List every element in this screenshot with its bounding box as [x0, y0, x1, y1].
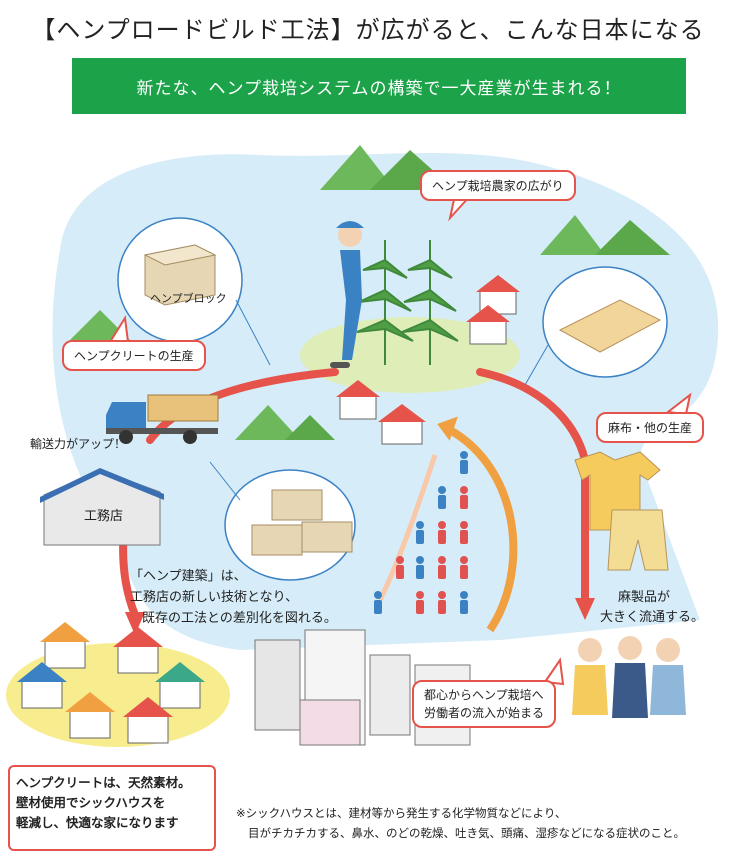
workshop-icon — [40, 468, 164, 546]
hemp-block-icon — [143, 244, 217, 306]
label-products: 麻製品が 大きく流通する。 — [600, 588, 704, 627]
callout-farmers: ヘンプ栽培農家の広がり — [420, 170, 576, 201]
hempcrete-note-line-2: 壁材使用でシックハウスを — [16, 795, 166, 810]
house-icon — [17, 622, 205, 744]
label-products-line-2: 大きく流通する。 — [600, 609, 705, 625]
farmer-icon — [330, 221, 364, 368]
label-construction-line-3: 既存の工法との差別化を図れる。 — [142, 610, 337, 626]
callout-hempcrete: ヘンプクリートの生産 — [62, 340, 206, 371]
label-transport: 輸送力がアップ！ — [30, 437, 127, 451]
label-construction-line-1: 「ヘンプ建築」は、 — [130, 569, 247, 584]
hemp-fabric-icon — [558, 299, 662, 353]
consumer-figures — [572, 636, 686, 718]
clothing-icon — [574, 451, 669, 571]
callout-migration-line-1: 都心からヘンプ栽培へ — [424, 688, 544, 702]
truck-icon — [106, 394, 219, 444]
hempcrete-note: ヘンプクリートは、天然素材。 壁材使用でシックハウスを 軽減し、快適な家になりま… — [8, 765, 216, 851]
footnote-line-1: ※シックハウスとは、建材等から発生する化学物質などにより、 — [236, 806, 567, 820]
callout-textile: 麻布・他の生産 — [596, 412, 705, 443]
house-icon — [336, 275, 520, 445]
callout-migration-line-2: 労働者の流入が始まる — [424, 706, 545, 720]
label-workshop: 工務店 — [84, 509, 124, 524]
label-construction: 「ヘンプ建築」は、 工務店の新しい技術となり、 既存の工法との差別化を図れる。 — [130, 567, 337, 629]
hempcrete-note-line-3: 軽減し、快適な家になります — [16, 815, 179, 830]
city-buildings — [254, 629, 471, 746]
footnote: ※シックハウスとは、建材等から発生する化学物質などにより、 目がチカチカする、鼻… — [236, 804, 685, 843]
label-hemp-block: ヘンプブロック — [150, 292, 227, 305]
label-products-line-1: 麻製品が — [618, 590, 671, 605]
migration-arrow — [448, 426, 518, 633]
hempcrete-note-line-1: ヘンプクリートは、天然素材。 — [16, 775, 191, 790]
page-title: 【ヘンプロードビルド工法】が広がると、こんな日本になる — [31, 16, 705, 44]
label-construction-line-2: 工務店の新しい技術となり、 — [130, 589, 299, 605]
callout-migration: 都心からヘンプ栽培へ 労働者の流入が始まる — [412, 680, 557, 728]
worker-figures — [374, 451, 468, 614]
hemp-block-stack-icon — [251, 489, 353, 556]
subtitle-banner: 新たな、ヘンプ栽培システムの構築で一大産業が生まれる！ — [72, 58, 686, 114]
footnote-line-2: 目がチカチカする、鼻水、のどの乾燥、吐き気、頭痛、湿疹などになる症状のこと。 — [248, 825, 685, 840]
hemp-plant-icon — [356, 240, 459, 365]
